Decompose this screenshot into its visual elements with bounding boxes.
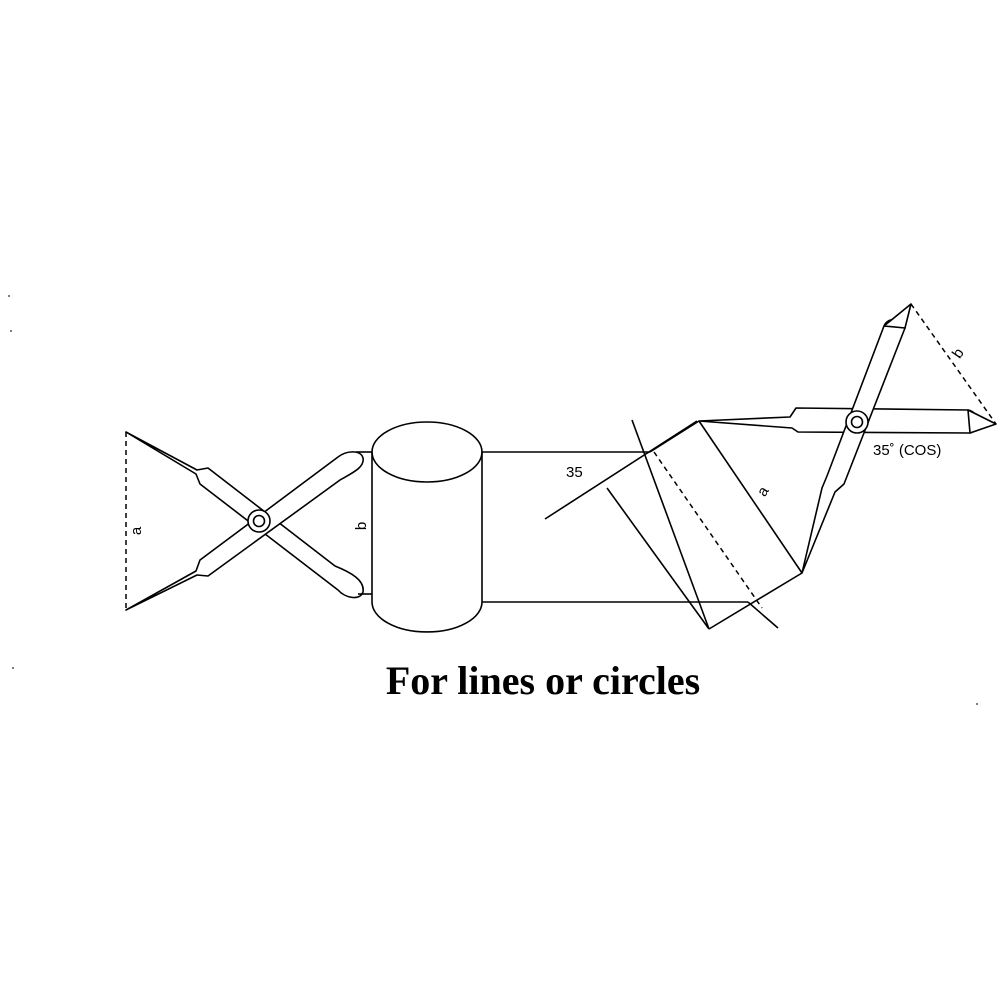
slanted-line-2	[606, 487, 710, 630]
cylinder-bottom-arc	[371, 601, 483, 633]
left-proportional-divider: a	[125, 431, 364, 611]
slanted-line-1	[631, 419, 710, 630]
cylinder: b	[353, 421, 483, 633]
right-opening-label: b	[949, 345, 968, 362]
angle-cos-label: 35˚ (COS)	[873, 442, 941, 459]
scan-speck	[12, 667, 14, 669]
slanted-measure-label: a	[754, 483, 773, 500]
scan-speck	[976, 703, 978, 705]
rectangle-bottom-edge	[708, 572, 803, 630]
right-divider-horizontal-tip	[967, 409, 997, 434]
left-divider-arm-up	[125, 451, 364, 611]
left-divider-arm-down	[125, 431, 364, 599]
slanted-center-dashed-line	[653, 451, 763, 609]
angle-value-label: 35	[566, 464, 583, 481]
angle-reference-line	[544, 420, 698, 520]
slanted-line-4	[747, 601, 779, 629]
left-opening-label: a	[128, 526, 145, 535]
scan-speck	[8, 295, 10, 297]
left-pivot-inner	[252, 514, 266, 528]
cylinder-height-label: b	[353, 522, 370, 530]
slanted-line-3	[698, 420, 803, 574]
angle-construction: 35 a	[544, 419, 803, 630]
right-divider-steep-tip	[883, 303, 912, 329]
scan-speck	[10, 330, 12, 332]
right-proportional-divider: b 35˚ (COS)	[698, 303, 997, 574]
right-pivot-inner	[850, 415, 864, 429]
rectangle-top-edge	[649, 420, 700, 453]
right-divider-arm-horizontal	[698, 407, 979, 434]
cylinder-top-ellipse	[371, 421, 483, 483]
right-opening-dashed-line	[910, 303, 997, 425]
diagram-caption: For lines or circles	[386, 658, 700, 703]
